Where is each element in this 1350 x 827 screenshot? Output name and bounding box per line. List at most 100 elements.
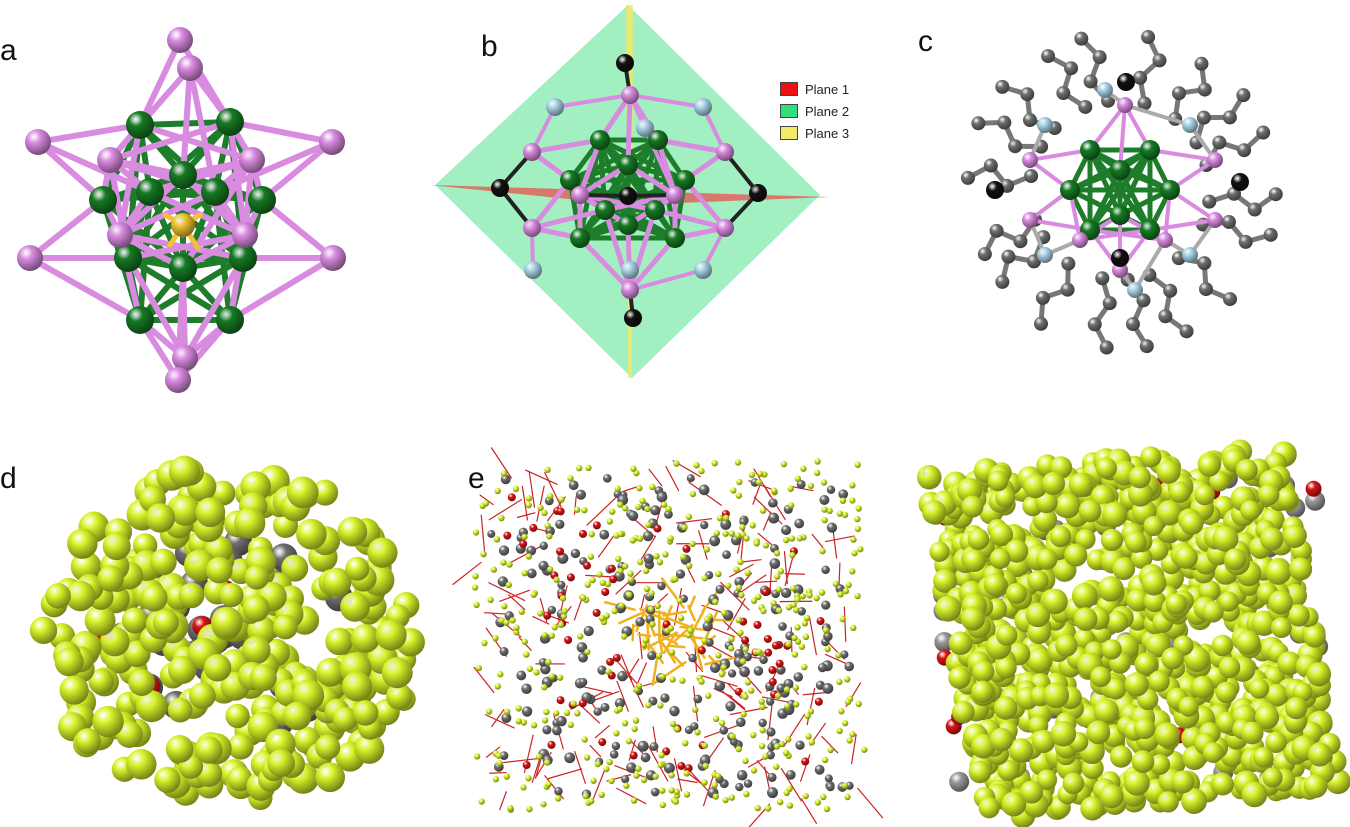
green-atom [1140, 220, 1160, 240]
yellowgreen-atom [621, 719, 629, 727]
red-atom [529, 523, 538, 532]
grey-atom [602, 474, 612, 483]
green-atom [645, 200, 665, 220]
lightblue-atom [1097, 82, 1113, 98]
grey-atom [1238, 234, 1253, 249]
yellowgreen-atom [128, 669, 156, 696]
yellowgreen-atom [790, 601, 797, 609]
yellowgreen-atom [672, 575, 679, 583]
grey-atom [699, 755, 711, 766]
yellowgreen-atom [642, 637, 649, 644]
yellowgreen-atom [822, 627, 830, 634]
yellowgreen-atom [1143, 515, 1164, 536]
thin-bond [597, 535, 614, 558]
yellowgreen-atom [792, 606, 800, 614]
grey-atom [500, 474, 511, 485]
yellowgreen-atom [642, 567, 650, 575]
yellowgreen-atom [322, 567, 352, 597]
yellowgreen-atom [673, 460, 680, 467]
yellowgreen-atom [1174, 545, 1198, 569]
thin-bond [737, 574, 767, 595]
yellowgreen-atom [559, 595, 567, 602]
thin-bond [809, 617, 817, 656]
lightblue-atom [636, 119, 654, 137]
pink-atom [172, 345, 198, 371]
yellowgreen-atom [350, 624, 380, 653]
yellowgreen-atom [1306, 662, 1332, 687]
yellowgreen-atom [1141, 570, 1167, 596]
lightblue-atom [1182, 117, 1198, 133]
yellowgreen-atom [625, 737, 633, 745]
yellowgreen-atom [503, 619, 510, 626]
yellowgreen-atom [1235, 630, 1261, 655]
yellowgreen-atom [715, 652, 722, 659]
yellowgreen-atom [579, 594, 587, 601]
yellowgreen-atom [165, 735, 194, 763]
yellowgreen-atom [989, 548, 1011, 570]
yellowgreen-atom [813, 469, 821, 477]
yellowgreen-atom [1287, 604, 1310, 627]
thin-bond [525, 469, 558, 485]
yellowgreen-atom [718, 719, 726, 727]
green-atom [618, 155, 638, 175]
red-atom [801, 757, 810, 766]
yellowgreen-atom [836, 510, 844, 517]
yellowgreen-atom [315, 734, 341, 760]
ligand-bond [27, 255, 143, 323]
yellowgreen-atom [1054, 492, 1081, 519]
yellowgreen-atom [1218, 656, 1241, 679]
grey-atom [1268, 187, 1283, 202]
grey-atom [1222, 292, 1237, 307]
yellowgreen-atom [728, 635, 735, 643]
grey-atom [814, 764, 825, 775]
grey-atom [767, 772, 777, 782]
yellowgreen-atom [496, 760, 503, 767]
grey-atom [642, 530, 654, 542]
yellowgreen-atom [672, 798, 680, 805]
yellowgreen-atom [386, 683, 413, 710]
legend-label-plane-2: Plane 2 [805, 103, 850, 119]
lightblue-atom [1037, 247, 1053, 263]
grey-atom [796, 479, 806, 489]
yellowgreen-atom [770, 599, 777, 607]
yellowgreen-atom [495, 752, 503, 759]
yellowgreen-atom [668, 772, 675, 779]
yellowgreen-atom [352, 700, 379, 726]
grey-atom [785, 769, 796, 780]
thin-bond [573, 599, 582, 621]
green-atom [169, 161, 197, 189]
yellowgreen-atom [614, 485, 621, 493]
grey-atom [675, 569, 686, 579]
yellowgreen-atom [286, 476, 319, 509]
green-atom [1140, 140, 1160, 160]
panel-label-a: a [0, 34, 17, 67]
grey-atom [1041, 49, 1056, 64]
plane-3-swatch [780, 126, 798, 140]
yellowgreen-atom [785, 604, 793, 611]
yellowgreen-atom [54, 647, 84, 677]
yellowgreen-atom [525, 495, 533, 502]
yellowgreen-atom [786, 802, 794, 809]
grey-atom [797, 607, 806, 616]
yellowgreen-atom [1006, 582, 1027, 604]
yellowgreen-atom [775, 586, 782, 593]
yellowgreen-atom [603, 765, 610, 773]
ligand-bond [125, 255, 188, 361]
yellowgreen-atom [1156, 460, 1181, 484]
yellowgreen-atom [645, 521, 652, 529]
grey-atom [554, 786, 563, 796]
yellowgreen-atom [735, 745, 742, 753]
pink-atom [165, 367, 191, 393]
yellowgreen-atom [242, 594, 270, 622]
pink-atom [1072, 232, 1088, 248]
yellowgreen-atom [500, 559, 507, 566]
yellowgreen-atom [784, 702, 791, 710]
grey-atom [835, 584, 845, 594]
yellowgreen-atom [1211, 773, 1234, 796]
green-atom [618, 215, 638, 235]
yellowgreen-atom [659, 801, 667, 809]
grey-atom [1022, 113, 1037, 128]
yellowgreen-atom [29, 616, 58, 644]
green-atom [89, 186, 117, 214]
yellowgreen-atom [340, 592, 370, 622]
